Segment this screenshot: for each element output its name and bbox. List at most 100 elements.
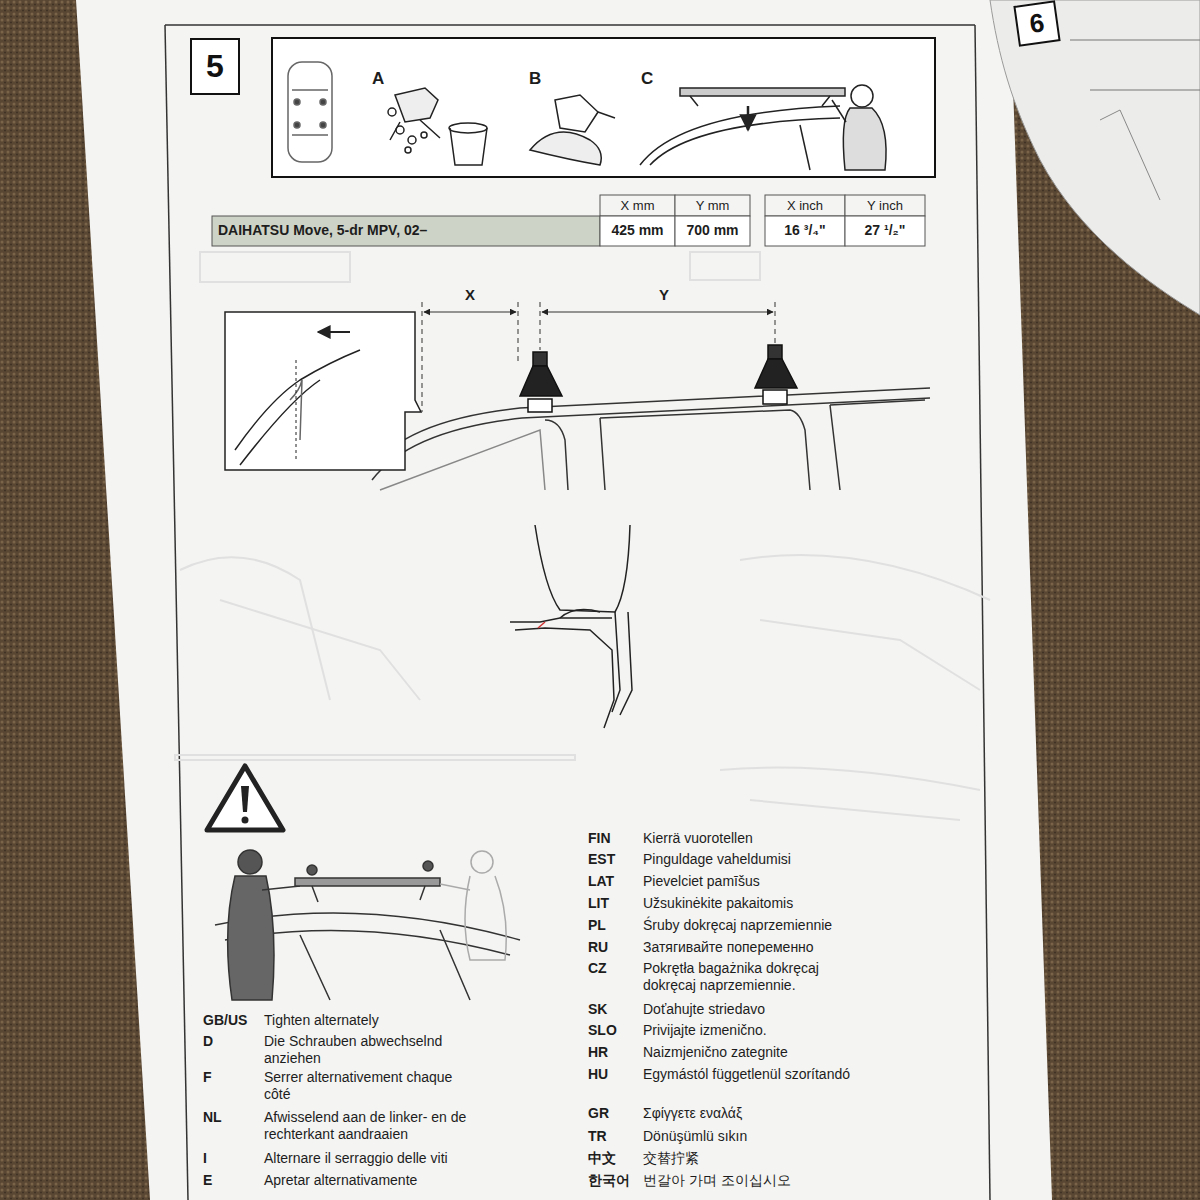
instruction-text: Egymástól függetlenül szorítandó [643,1066,853,1083]
step-letter: A [372,70,384,87]
wiping-icon [530,95,615,165]
roof-foot [763,390,787,404]
roof-side-view [370,388,930,470]
car-top-view [292,90,328,135]
car-top-view [288,62,332,162]
ghost-print-through [750,800,960,820]
car-top-view [294,122,300,128]
car-top-view [320,122,326,128]
two-people-mounting [228,876,274,1000]
washing-icon [388,88,487,165]
ghost-print-through [175,252,990,820]
language-code: GR [588,1105,609,1122]
ghost-print-through [740,555,990,600]
step-strip [272,38,935,177]
detail-inset [296,360,297,462]
washing-icon [388,108,396,116]
instruction-text: Die Schrauben abwechselnd anziehen [264,1033,479,1067]
language-code: GB/US [203,1012,247,1029]
language-code: EST [588,851,615,868]
dimension-lines [422,302,423,412]
dimension-value: 425 mm [600,222,675,239]
fitting-table [675,216,750,246]
wiping-icon [555,95,598,132]
two-people-mounting [300,930,470,1000]
two-people-mounting [238,850,262,874]
dimension-lines [518,302,519,365]
mounting-icon [640,106,840,165]
dimension-lines [542,312,773,313]
mounting-icon [832,100,846,122]
fitting-table [765,195,845,216]
car-top-view [294,99,300,105]
roof-foot [533,352,547,366]
paper-sheet [76,0,1052,1200]
instruction-text: Doťahujte striedavo [643,1001,853,1018]
roof-side-view [600,410,810,490]
instruction-text: Tighten alternately [264,1012,479,1029]
instruction-text: Σφίγγετε εναλάξ [643,1105,853,1122]
table-header: X mm [600,197,675,214]
instruction-text: Alternare il serraggio delle viti [264,1150,479,1167]
fitting-table [600,195,675,216]
wiping-icon [530,132,601,165]
language-code: HR [588,1044,608,1061]
language-code: NL [203,1109,222,1126]
ghost-print-through [220,600,420,700]
door-pillar-detail [535,525,630,612]
table-header: Y mm [675,197,750,214]
instruction-text: Užsukinėkite pakaitomis [643,895,853,912]
instruction-text: 번갈아 가며 조이십시오 [643,1172,853,1189]
language-code: D [203,1033,213,1050]
roof-side-view [372,398,930,480]
step-number: 6 [1028,7,1047,40]
mounting-icon [851,85,873,107]
table-header: X inch [765,197,845,214]
fitting-table [845,216,925,246]
table-header: Y inch [845,197,925,214]
step-strip [272,38,935,177]
next-page-curl [990,0,1200,315]
language-code: FIN [588,830,611,847]
dimension-letter: X [465,286,475,303]
dimension-value: 27 ¹/₂" [845,222,925,239]
instruction-text: Затягивайте попеременно [643,939,853,956]
roof-foot [520,345,797,412]
language-code: 中文 [588,1150,616,1167]
step-number: 5 [206,48,224,85]
step-letter: B [529,70,541,87]
two-people-mounting [465,876,506,960]
instruction-text: Śruby dokręcaj naprzemiennie [643,917,853,934]
door-pillar-detail [510,618,612,622]
dimension-lines [540,302,541,350]
instruction-text: Pievelciet pamīšus [643,873,853,890]
instruction-text: Naizmjenično zategnite [643,1044,853,1061]
instruction-text: Privijajte izmenično. [643,1022,853,1039]
instruction-text: Kierrä vuorotellen [643,830,853,847]
roof-foot [528,399,552,412]
door-pillar-detail [560,610,600,618]
mounting-icon [690,96,830,106]
car-top-view [320,99,326,105]
instruction-text: Afwisselend aan de linker- en de rechter… [264,1109,479,1143]
roof-side-view [830,400,925,490]
mounting-icon [650,118,840,165]
roof-foot [755,359,797,388]
ghost-print-through [690,252,760,280]
detail-inset [235,350,360,450]
dimension-value: 700 mm [675,222,750,239]
washing-icon [396,126,404,134]
washing-icon [395,88,438,122]
warning-symbol [207,766,283,830]
detail-inset [318,331,350,333]
two-people-mounting [215,850,520,1000]
language-code: I [203,1150,207,1167]
instruction-text: Apretar alternativamente [264,1172,479,1189]
instruction-text: Dönüşümlü sıkın [643,1128,853,1145]
ghost-print-through [175,755,575,760]
warning-symbol [242,817,249,824]
language-code: TR [588,1128,607,1145]
warning-symbol [207,766,283,830]
language-code: RU [588,939,608,956]
